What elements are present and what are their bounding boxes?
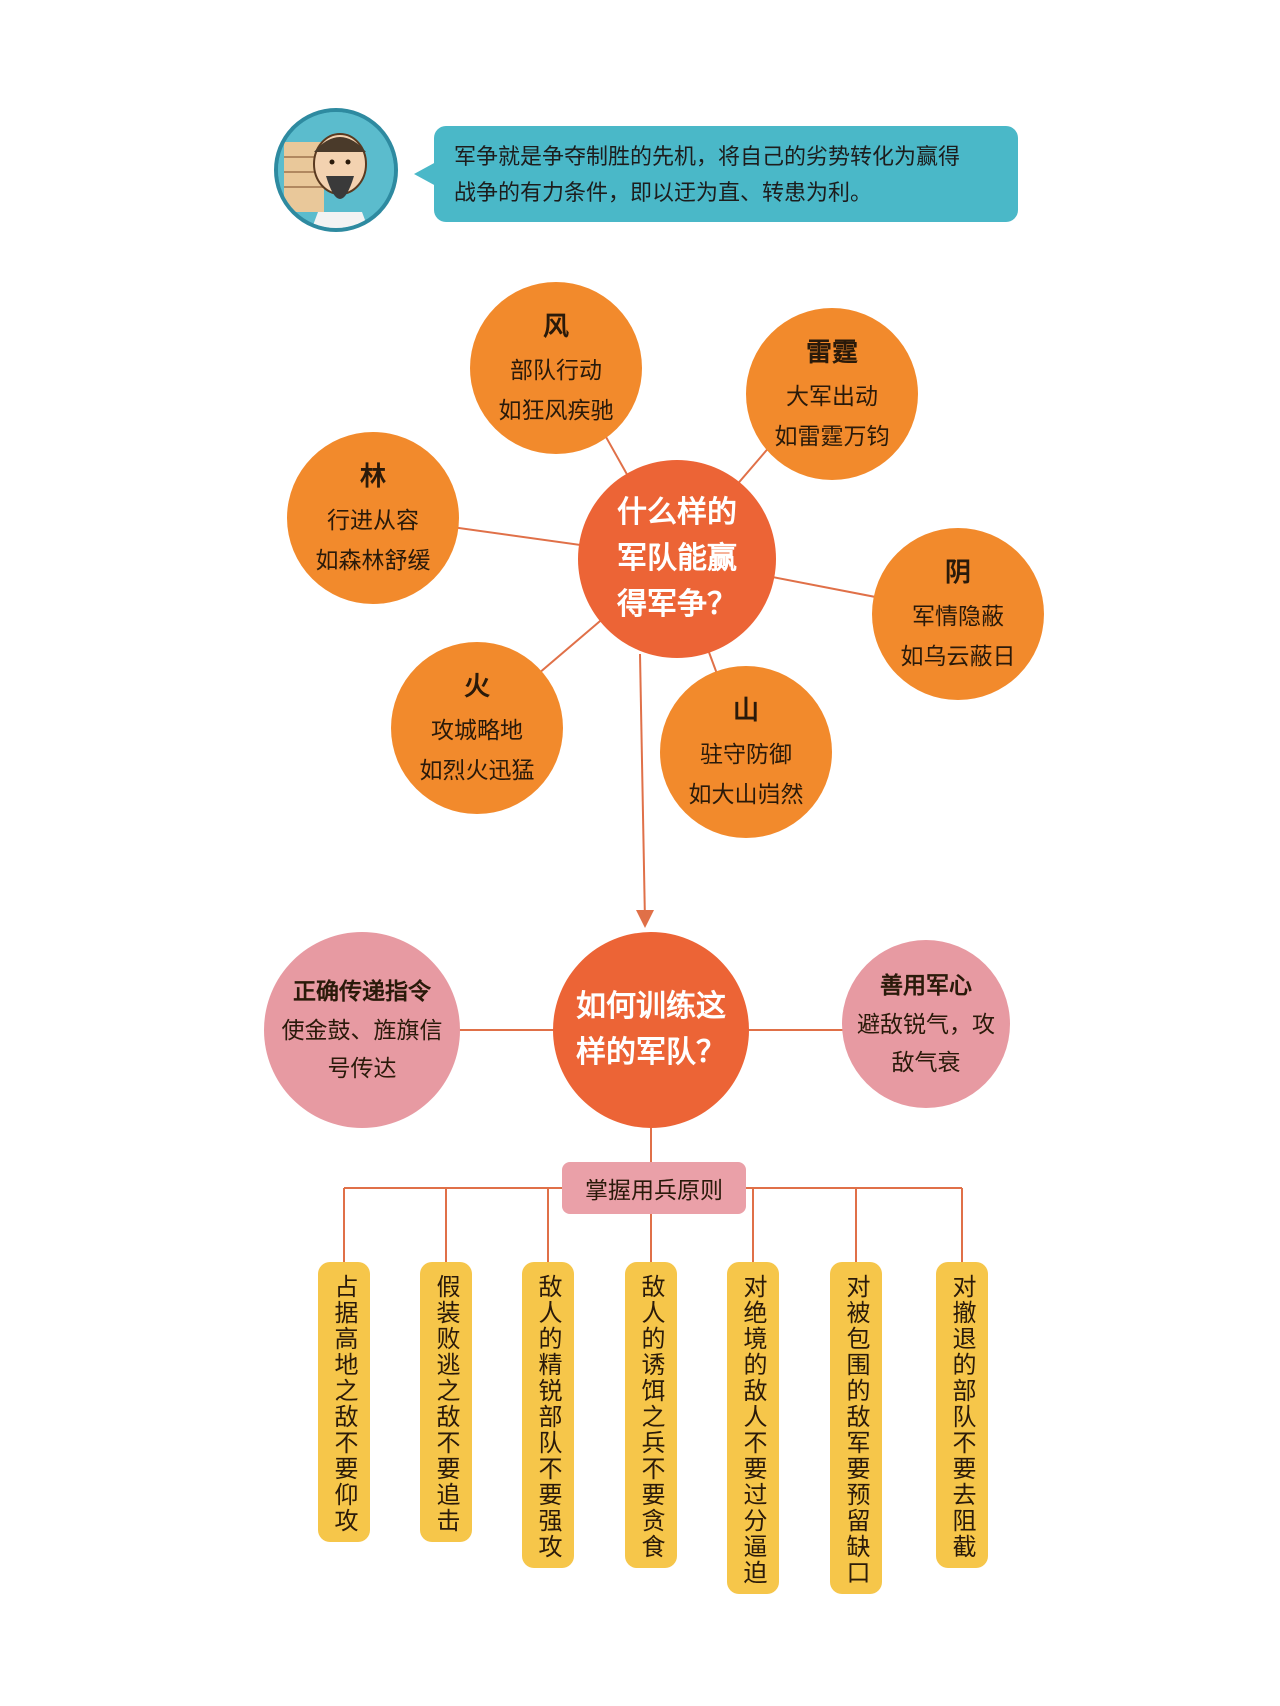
method-commands: 正确传递指令 使金鼓、旌旗信 号传达 xyxy=(264,932,460,1128)
principle-box: 假装败逃之敌不要追击 xyxy=(420,1262,472,1542)
trait-line: 攻城略地 xyxy=(431,717,523,744)
method-line: 敌气衰 xyxy=(891,1050,961,1076)
training-question: 如何训练这 样的军队？ xyxy=(553,932,749,1128)
trait-line: 如狂风疾驰 xyxy=(498,397,614,424)
trait-line: 如烈火迅猛 xyxy=(419,757,535,784)
principle-label: 掌握用兵原则 xyxy=(562,1162,746,1214)
central-question: 什么样的 军队能赢 得军争？ xyxy=(578,460,776,658)
principle-text: 敌人的诱饵之兵不要贪食 xyxy=(637,1274,665,1560)
trait-line: 如雷霆万钧 xyxy=(774,423,890,450)
method-line: 避敌锐气，攻 xyxy=(857,1012,995,1038)
trait-title: 火 xyxy=(463,671,490,702)
method-title: 善用军心 xyxy=(880,973,972,999)
trait-line: 驻守防御 xyxy=(700,741,792,768)
quote-bubble: 军争就是争夺制胜的先机，将自己的劣势转化为赢得 战争的有力条件，即以迂为直、转患… xyxy=(434,126,1018,222)
trait-title: 阴 xyxy=(944,557,971,588)
trait-line: 如森林舒缓 xyxy=(315,547,431,574)
trait-mountain: 山 驻守防御 如大山岿然 xyxy=(660,666,832,838)
trait-title: 雷霆 xyxy=(805,337,858,368)
sage-portrait-icon xyxy=(278,112,394,228)
method-title: 正确传递指令 xyxy=(293,979,431,1005)
arrow-head xyxy=(636,910,654,928)
trait-title: 山 xyxy=(732,695,759,726)
quote-line-2: 战争的有力条件，即以迂为直、转患为利。 xyxy=(454,181,873,206)
bubble-tail xyxy=(414,162,436,186)
principle-box: 对被包围的敌军要预留缺口 xyxy=(830,1262,882,1594)
principle-box: 对绝境的敌人不要过分逼迫 xyxy=(727,1262,779,1594)
trait-title: 风 xyxy=(542,311,569,342)
principle-box: 敌人的诱饵之兵不要贪食 xyxy=(625,1262,677,1568)
central-question-line: 什么样的 xyxy=(617,495,737,530)
principle-text: 对被包围的敌军要预留缺口 xyxy=(842,1274,870,1586)
principle-text: 对绝境的敌人不要过分逼迫 xyxy=(739,1274,767,1586)
method-morale: 善用军心 避敌锐气，攻 敌气衰 xyxy=(842,940,1010,1108)
training-question-line: 如何训练这 xyxy=(576,989,726,1024)
trait-line: 军情隐蔽 xyxy=(912,603,1004,630)
trait-title: 林 xyxy=(359,461,386,492)
principle-text: 占据高地之敌不要仰攻 xyxy=(330,1274,358,1534)
trait-shadow: 阴 军情隐蔽 如乌云蔽日 xyxy=(872,528,1044,700)
principle-box: 对撤退的部队不要去阻截 xyxy=(936,1262,988,1568)
training-question-line: 样的军队？ xyxy=(576,1035,726,1070)
trait-line: 行进从容 xyxy=(327,507,419,534)
trait-line: 大军出动 xyxy=(786,383,878,410)
method-line: 号传达 xyxy=(327,1056,397,1082)
central-question-line: 军队能赢 xyxy=(617,541,737,576)
trait-fire: 火 攻城略地 如烈火迅猛 xyxy=(391,642,563,814)
trait-wind: 风 部队行动 如狂风疾驰 xyxy=(470,282,642,454)
trait-forest: 林 行进从容 如森林舒缓 xyxy=(287,432,459,604)
principle-box: 敌人的精锐部队不要强攻 xyxy=(522,1262,574,1568)
central-question-line: 得军争？ xyxy=(617,587,737,622)
trait-line: 部队行动 xyxy=(510,357,602,384)
principle-text: 对撤退的部队不要去阻截 xyxy=(948,1274,976,1560)
trait-thunder: 雷霆 大军出动 如雷霆万钧 xyxy=(746,308,918,480)
sage-avatar xyxy=(274,108,398,232)
trait-line: 如乌云蔽日 xyxy=(900,643,1016,670)
trait-line: 如大山岿然 xyxy=(688,781,804,808)
principle-box: 占据高地之敌不要仰攻 xyxy=(318,1262,370,1542)
arrow-line xyxy=(639,653,646,923)
quote-line-1: 军争就是争夺制胜的先机，将自己的劣势转化为赢得 xyxy=(454,145,961,170)
method-line: 使金鼓、旌旗信 xyxy=(281,1018,443,1044)
principle-text: 假装败逃之敌不要追击 xyxy=(432,1274,460,1534)
principle-text: 敌人的精锐部队不要强攻 xyxy=(534,1274,562,1560)
